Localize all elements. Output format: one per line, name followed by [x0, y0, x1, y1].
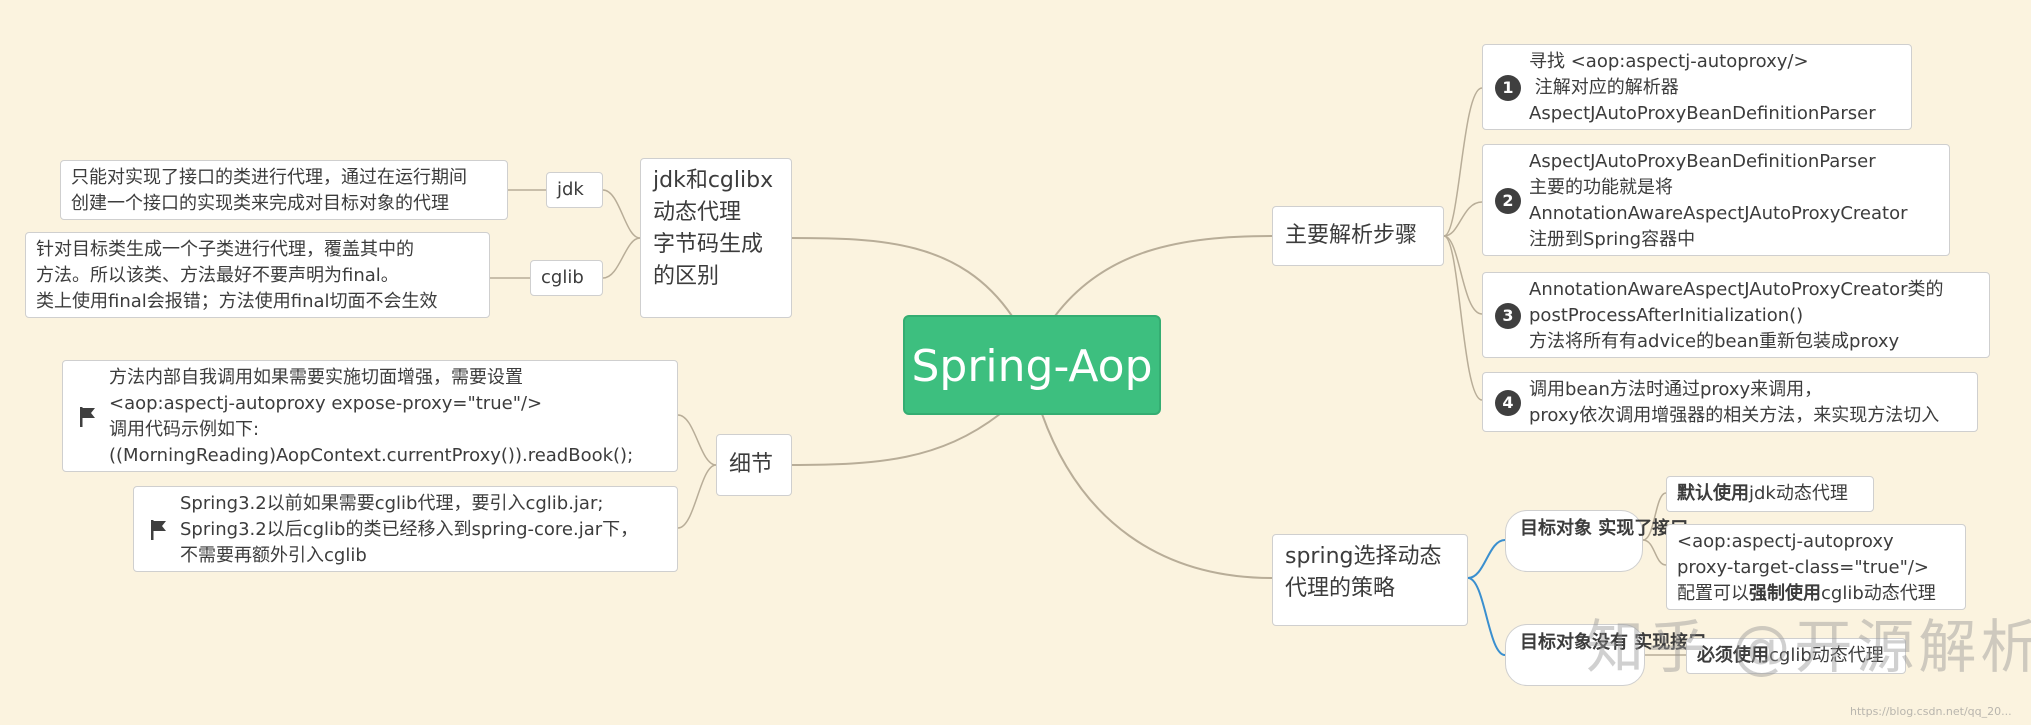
step-line: 注解对应的解析器	[1529, 77, 1679, 98]
note-line: 调用代码示例如下:	[109, 419, 260, 440]
link-root-mainsteps	[1054, 235, 1273, 317]
link-mainsteps-step4	[1443, 235, 1483, 401]
step-line: 寻找 <aop:aspectj-autoproxy/>	[1529, 51, 1809, 72]
note-self-invocation[interactable]: 方法内部自我调用如果需要实施切面增强，需要设置 <aop:aspectj-aut…	[62, 360, 678, 472]
link-jdkcglib-cglib	[602, 237, 641, 279]
step-line: postProcessAfterInitialization()	[1529, 305, 1804, 326]
link-details-note2	[677, 464, 717, 529]
link-case1-result2	[1642, 539, 1667, 566]
note-line: 不需要再额外引入cglib	[180, 545, 367, 566]
source-credit: https://blog.csdn.net/qq_20...	[1850, 705, 2012, 718]
step-number-badge: 4	[1495, 390, 1521, 416]
note-line: 方法内部自我调用如果需要实施切面增强，需要设置	[109, 367, 523, 388]
link-details-note1	[677, 414, 717, 466]
result-line: <aop:aspectj-autoproxy	[1677, 531, 1894, 552]
step-4[interactable]: 4 调用bean方法时通过proxy来调用， proxy依次调用增强器的相关方法…	[1482, 372, 1978, 432]
note-line: <aop:aspectj-autoproxy expose-proxy="tru…	[109, 393, 543, 414]
step-2[interactable]: 2 AspectJAutoProxyBeanDefinitionParser 主…	[1482, 144, 1950, 256]
note-line: ((MorningReading)AopContext.currentProxy…	[109, 445, 634, 466]
topic-proxy-strategy[interactable]: spring选择动态 代理的策略	[1272, 534, 1468, 626]
step-number-badge: 1	[1495, 75, 1521, 101]
link-strategy-case2	[1467, 577, 1506, 656]
link-mainsteps-step2	[1443, 201, 1483, 237]
detail-line: 针对目标类生成一个子类进行代理，覆盖其中的	[36, 239, 414, 260]
subtopic-jdk[interactable]: jdk	[546, 172, 603, 208]
link-strategy-case1	[1467, 539, 1506, 579]
result-text: cglib动态代理	[1821, 583, 1936, 604]
topic-jdk-cglib[interactable]: jdk和cglibx 动态代理 字节码生成 的区别	[640, 158, 792, 318]
step-number-badge: 2	[1495, 188, 1521, 214]
step-line: AspectJAutoProxyBeanDefinitionParser	[1529, 103, 1876, 124]
step-line: 主要的功能就是将	[1529, 177, 1673, 198]
note-line: Spring3.2以后cglib的类已经移入到spring-core.jar下，	[180, 519, 639, 540]
topic-line: 字节码生成	[653, 232, 764, 257]
step-3[interactable]: 3 AnnotationAwareAspectJAutoProxyCreator…	[1482, 272, 1990, 358]
note-cglib-dependency[interactable]: Spring3.2以前如果需要cglib代理，要引入cglib.jar; Spr…	[133, 486, 678, 572]
result-bold: 强制使用	[1749, 583, 1821, 604]
step-line: AnnotationAwareAspectJAutoProxyCreator类的	[1529, 279, 1944, 300]
link-mainsteps-step3	[1443, 235, 1483, 315]
step-line: 注册到Spring容器中	[1529, 229, 1696, 250]
link-root-strategy	[1041, 413, 1273, 579]
flag-icon	[80, 407, 95, 427]
detail-line: 只能对实现了接口的类进行代理，通过在运行期间	[71, 167, 467, 188]
topic-main-steps[interactable]: 主要解析步骤	[1272, 206, 1444, 266]
link-mainsteps-step1	[1443, 87, 1483, 237]
step-number-badge: 3	[1495, 303, 1521, 329]
topic-details[interactable]: 细节	[716, 434, 792, 496]
watermark: 知乎 @开源解析	[1586, 613, 2031, 681]
root-node[interactable]: Spring-Aop	[903, 315, 1161, 415]
result-line: proxy-target-class="true"/>	[1677, 557, 1930, 578]
note-line: Spring3.2以前如果需要cglib代理，要引入cglib.jar;	[180, 493, 604, 514]
result-must-cglib[interactable]: 必须使用cglib动态代理	[1686, 638, 1906, 674]
result-default-jdk[interactable]: 默认使用jdk动态代理	[1666, 476, 1874, 512]
link-case1-result1	[1642, 492, 1667, 541]
step-line: proxy依次调用增强器的相关方法，来实现方法切入	[1529, 405, 1940, 426]
result-force-cglib[interactable]: <aop:aspectj-autoproxy proxy-target-clas…	[1666, 524, 1966, 610]
subtopic-cglib[interactable]: cglib	[530, 260, 603, 296]
case-line: 实现了接口	[1598, 518, 1689, 539]
result-bold: 默认使用	[1677, 483, 1749, 504]
result-text: 配置可以	[1677, 583, 1749, 604]
flag-icon	[151, 520, 166, 540]
step-line: 方法将所有有advice的bean重新包装成proxy	[1529, 331, 1900, 352]
case-line: 目标对象	[1520, 518, 1592, 539]
link-root-jdkcglib	[789, 237, 1013, 317]
topic-line: 的区别	[653, 264, 720, 289]
topic-line: 动态代理	[653, 200, 742, 225]
detail-line: 创建一个接口的实现类来完成对目标对象的代理	[71, 193, 449, 214]
topic-line: jdk和cglibx	[653, 168, 774, 193]
step-line: AnnotationAwareAspectJAutoProxyCreator	[1529, 203, 1908, 224]
result-bold: 必须使用	[1697, 645, 1769, 666]
topic-line: 代理的策略	[1285, 576, 1396, 601]
step-line: AspectJAutoProxyBeanDefinitionParser	[1529, 151, 1876, 172]
case-no-interface[interactable]: 目标对象没有 实现接口	[1505, 624, 1706, 686]
case-line: 目标对象没有	[1520, 632, 1628, 653]
step-1[interactable]: 1 寻找 <aop:aspectj-autoproxy/> 注解对应的解析器 A…	[1482, 44, 1912, 130]
topic-line: spring选择动态	[1285, 544, 1442, 569]
detail-line: 类上使用final会报错；方法使用final切面不会生效	[36, 291, 438, 312]
case-implements-interface[interactable]: 目标对象 实现了接口	[1505, 510, 1688, 572]
link-root-details	[789, 413, 1001, 466]
detail-cglib[interactable]: 针对目标类生成一个子类进行代理，覆盖其中的 方法。所以该类、方法最好不要声明为f…	[25, 232, 490, 318]
link-jdkcglib-jdk	[602, 189, 641, 239]
result-line: 配置可以强制使用cglib动态代理	[1677, 581, 1955, 607]
detail-jdk[interactable]: 只能对实现了接口的类进行代理，通过在运行期间 创建一个接口的实现类来完成对目标对…	[60, 160, 508, 220]
step-line: 调用bean方法时通过proxy来调用，	[1529, 379, 1823, 400]
result-text: cglib动态代理	[1769, 645, 1884, 666]
detail-line: 方法。所以该类、方法最好不要声明为final。	[36, 265, 399, 286]
result-text: jdk动态代理	[1749, 483, 1848, 504]
